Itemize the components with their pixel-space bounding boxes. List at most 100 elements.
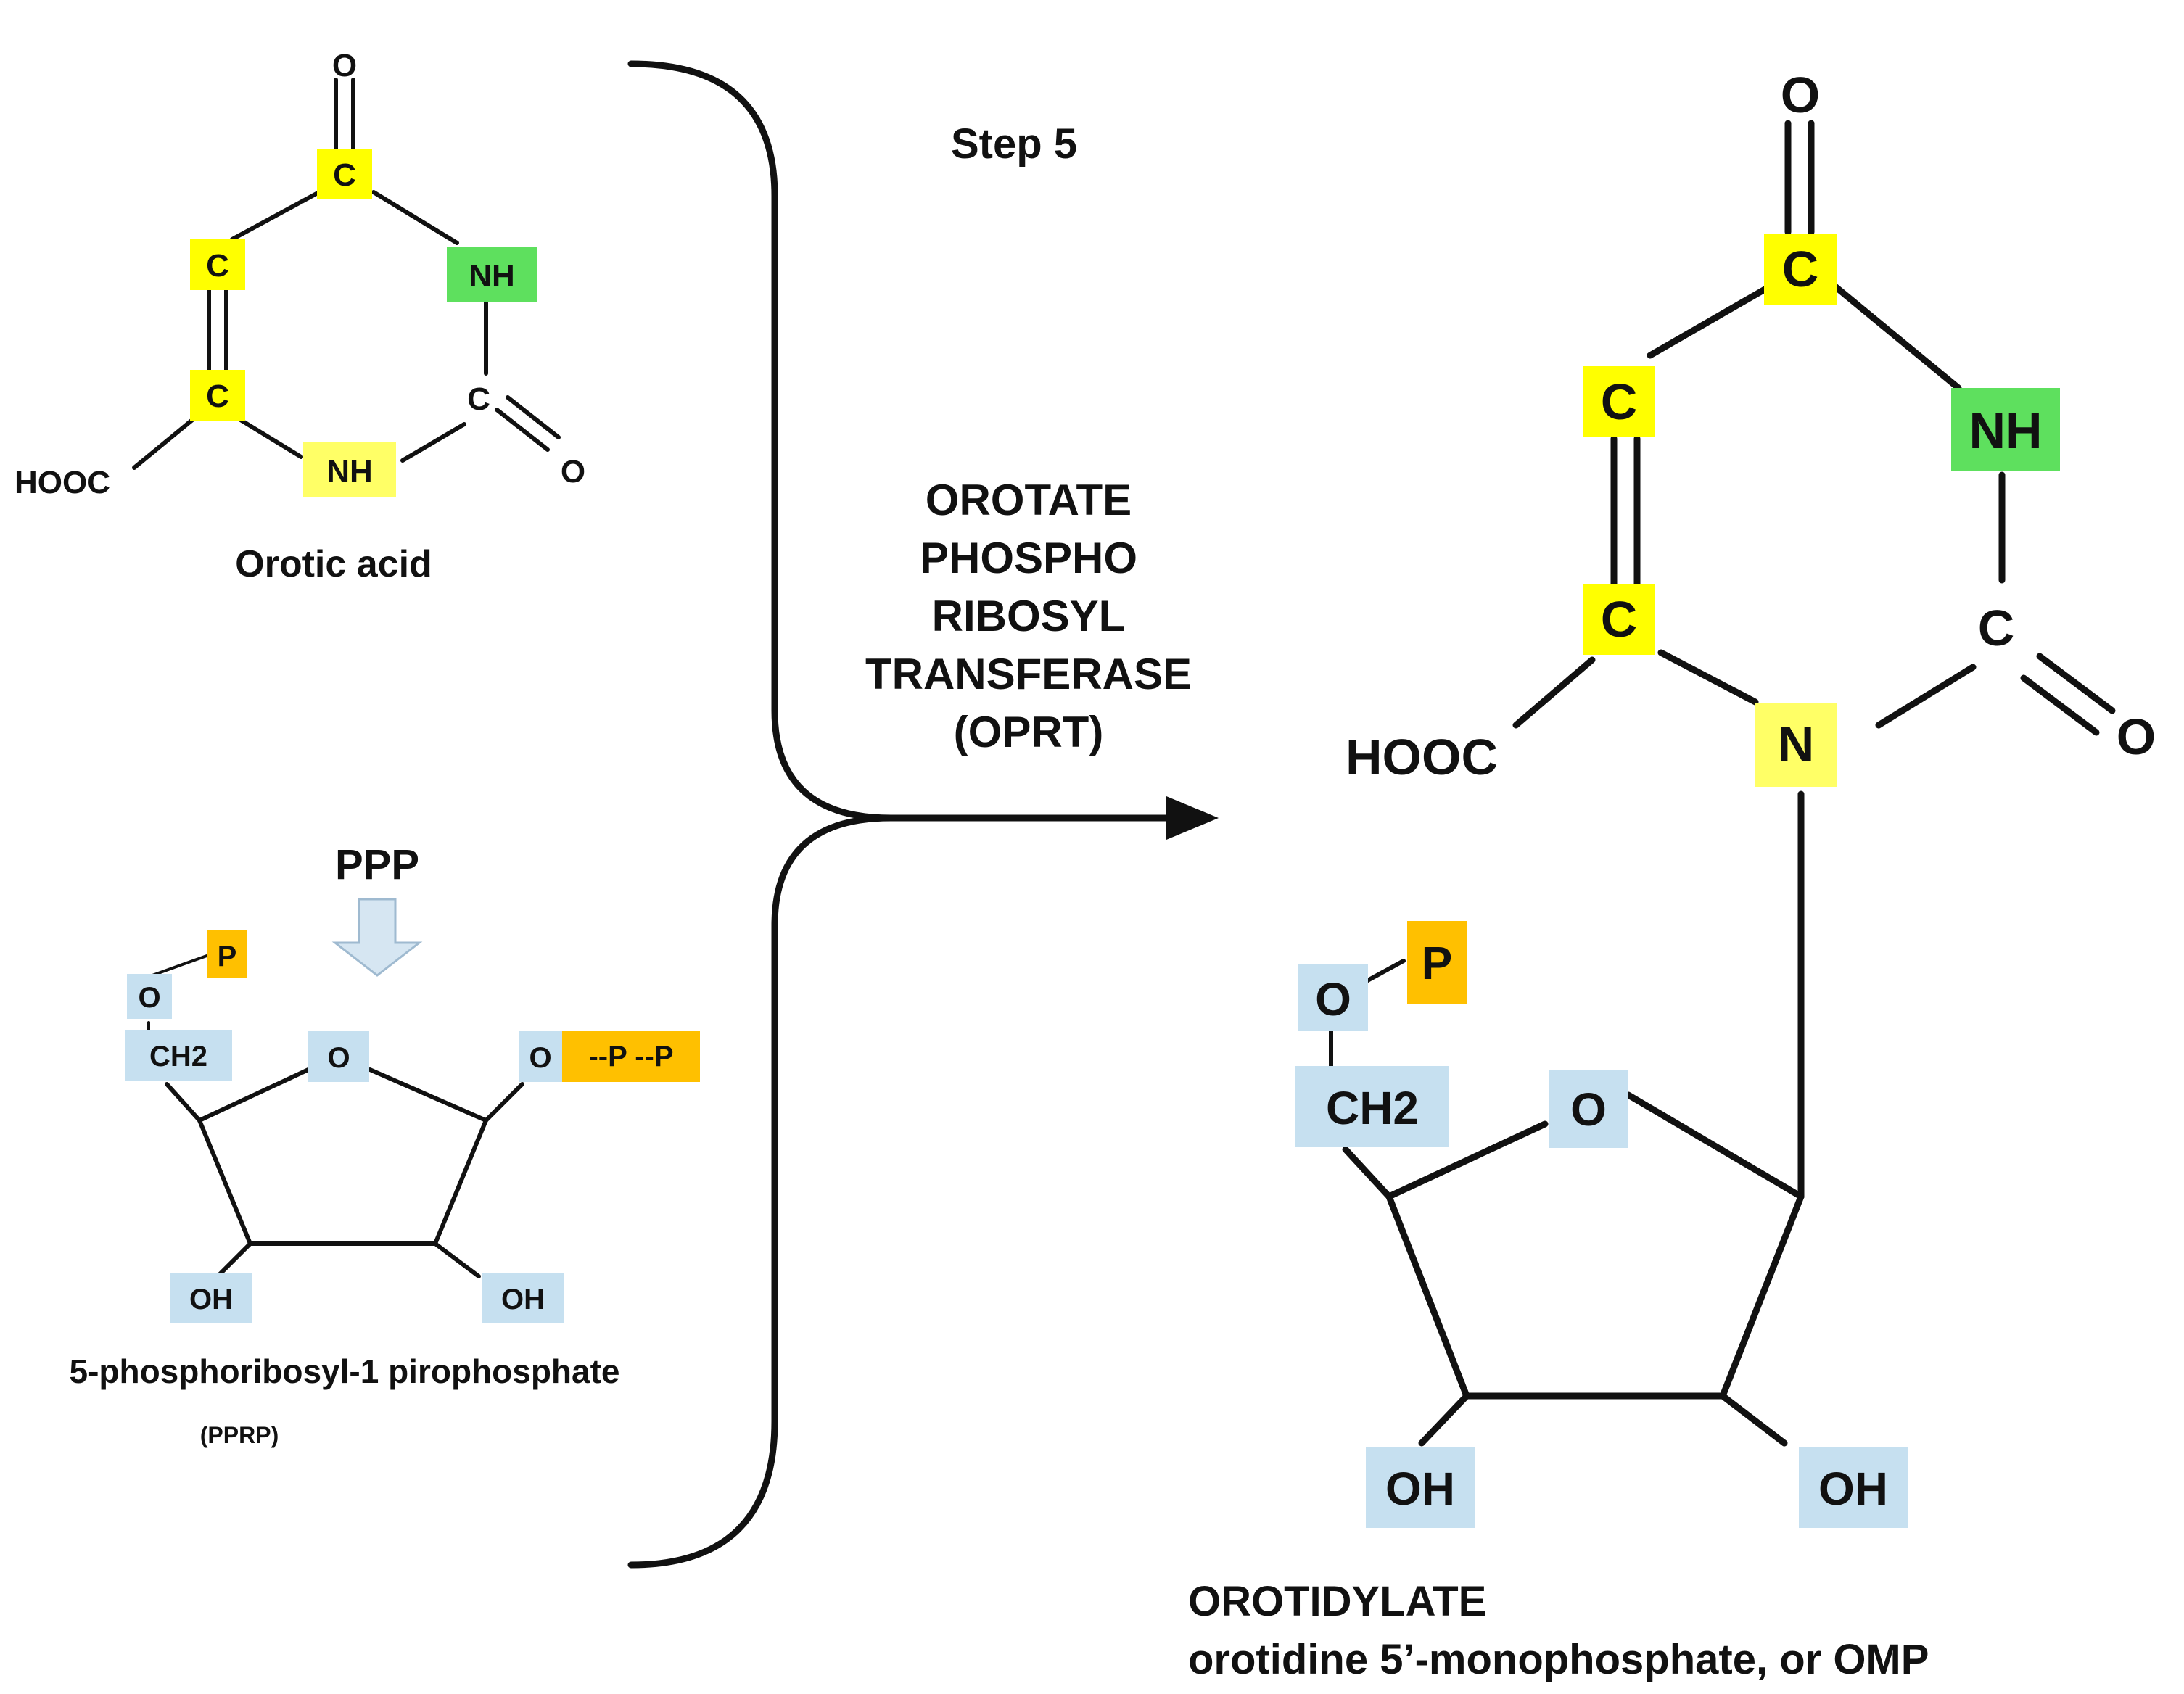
bond-ctop-nh [371,190,459,245]
ppp-down-arrow [331,898,423,977]
omp-highlight-c-left [1583,366,1655,437]
omp-bond-clowerleft-hooc [1512,656,1596,729]
omp-bond-ctop-cleft [1647,283,1773,359]
omp-highlight-n-bottom [1755,703,1837,787]
omp-o-right: O [2117,708,2156,765]
prpp-o-ring: O [327,1042,350,1074]
prpp-abbr: (PPRP) [200,1422,279,1448]
omp-c-right: C [1978,600,2015,656]
enzyme-line-1: OROTATE [926,476,1132,524]
highlight-prpp-o-right [519,1031,566,1082]
orotic-c-top: C [333,157,356,193]
highlight-c-top [317,149,372,199]
omp-p: P [1422,937,1453,989]
orotic-o-top: O [332,48,357,83]
highlight-c-left [190,239,245,290]
bond-ch2-c4 [165,1082,202,1123]
reaction-arrow-head [1166,796,1219,840]
bond-c4-oring [197,1067,310,1123]
bond-o-p-top [151,954,208,977]
orotic-c-right: C [467,381,490,417]
orotic-o-right: O [561,454,585,489]
omp-bond-cright-n [1875,664,1977,729]
prpp-p-top: P [218,941,237,972]
step-label: Step 5 [951,120,1077,168]
omp-n-bottom: N [1778,716,1815,772]
omp-highlight-oh-left [1366,1447,1475,1528]
bond-c4-c3 [197,1118,252,1246]
highlight-nh-bottom [303,442,396,497]
omp-o-top: O [1781,67,1820,123]
enzyme-label: OROTATE PHOSPHO RIBOSYL TRANSFERASE (OPR… [865,476,1192,756]
orotic-c-lower-left: C [206,379,229,414]
highlight-prpp-ch2 [125,1030,232,1081]
prpp-oh-left: OH [189,1284,233,1315]
bond-c1-oright [484,1082,524,1123]
omp-bond-o-p [1361,959,1406,985]
bond-c2-oh [433,1241,481,1278]
bond-ctop-cleft [230,190,321,241]
omp-c-lower-left: C [1601,591,1638,648]
bond-c3-oh [215,1241,252,1278]
prpp-structure: PPP P O CH2 O O --P --P OH OH 5-phosphor… [69,841,700,1448]
prpp-pp-chain: --P --P [588,1041,673,1073]
omp-oh-left: OH [1385,1463,1455,1515]
bond-cright-o-2 [506,395,561,439]
omp-name-line-2: orotidine 5’-monophosphate, or OMP [1188,1636,1929,1683]
prpp-name: 5-phosphoribosyl-1 pirophosphate [69,1352,619,1390]
omp-bond-ctop-nh [1831,283,1962,392]
omp-highlight-ch2 [1295,1066,1449,1147]
omp-highlight-c-top [1764,234,1837,305]
omp-bond-cright-o-1 [2020,674,2100,736]
omp-highlight-o-ring [1549,1070,1628,1148]
enzyme-line-3: RIBOSYL [932,592,1126,640]
bond-oring-c1 [368,1067,488,1123]
omp-bond-c2-oh [1719,1392,1788,1447]
omp-c-top: C [1782,241,1819,297]
omp-highlight-o-phos [1298,964,1368,1031]
highlight-prpp-o-ring [308,1031,369,1082]
omp-highlight-nh-right [1951,388,2060,471]
prpp-o-right: O [529,1042,551,1074]
orotic-c-left: C [206,248,229,284]
bond-cright-o-1 [495,408,550,452]
highlight-prpp-pp-chain [562,1031,700,1082]
omp-bond-ch2-c4 [1342,1146,1393,1200]
omp-bond-c1-c2 [1719,1193,1805,1400]
bond-c1-c2 [433,1118,488,1246]
prpp-o-top: O [138,982,160,1014]
orotic-acid-structure: O C C NH C C O NH HOOC Orotic acid [15,48,585,585]
omp-highlight-oh-right [1799,1447,1908,1528]
omp-c-left: C [1601,373,1638,430]
omp-highlight-c-lower-left [1583,584,1655,655]
highlight-prpp-p-top [207,930,247,978]
omp-bond-c4-oring [1385,1120,1549,1200]
highlight-prpp-oh-right [482,1273,564,1323]
omp-bond-clowerleft-n [1657,649,1759,706]
reaction-brace-arrow [627,60,1219,1569]
highlight-nh-right [447,247,537,302]
prpp-ch2: CH2 [149,1041,207,1073]
omp-name-line-1: OROTIDYLATE [1188,1578,1486,1625]
omp-oh-right: OH [1818,1463,1888,1515]
omp-ch2: CH2 [1326,1082,1419,1134]
omp-o-phos: O [1315,973,1351,1025]
prpp-ppp-label: PPP [335,841,419,888]
orotic-acid-name: Orotic acid [235,543,432,585]
omp-highlight-p [1407,921,1467,1004]
orotic-hooc: HOOC [15,465,110,500]
orotic-nh-bottom: NH [326,454,373,489]
enzyme-line-2: PHOSPHO [920,534,1137,582]
omp-bond-c4-c3 [1385,1193,1470,1400]
enzyme-line-5: (OPRT) [954,708,1104,756]
highlight-c-lower-left [190,370,245,421]
prpp-oh-right: OH [501,1284,545,1315]
bond-clowerleft-hooc [132,415,198,470]
bond-clowerleft-nh [234,415,303,459]
omp-structure: O C C NH C C O N HOOC P O CH2 O OH OH OR… [1188,67,2156,1683]
enzyme-line-4: TRANSFERASE [865,650,1192,698]
highlight-prpp-oh-left [170,1273,252,1323]
reaction-brace [627,60,891,1569]
highlight-prpp-o-top [127,974,172,1019]
